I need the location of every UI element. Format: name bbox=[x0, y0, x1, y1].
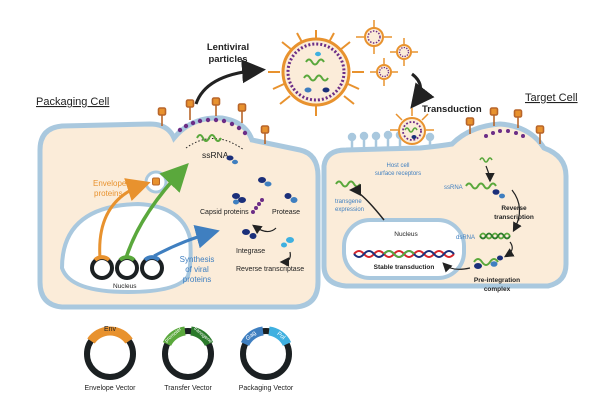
lentiviral-title-line1: Lentiviral bbox=[207, 42, 249, 53]
synthesis-line1: Synthesis bbox=[180, 255, 215, 264]
synthesis-line2: of viral bbox=[185, 265, 209, 274]
target-capsid-dots bbox=[484, 129, 525, 138]
lentiviral-title-line2: particles bbox=[208, 54, 247, 65]
envelope-arrow bbox=[98, 178, 151, 259]
capsid-protein-shapes bbox=[232, 177, 272, 205]
capsid-proteins-label: Capsid proteins bbox=[200, 209, 249, 216]
receptors-label-line2: surface receptors bbox=[375, 171, 421, 177]
protein-synthesis-arrow bbox=[153, 225, 220, 258]
protease-shapes bbox=[284, 193, 298, 203]
pre-integration-complex-shape bbox=[473, 255, 503, 269]
reverse-transcriptase-label: Reverse transcriptase bbox=[236, 266, 304, 273]
rt-arrow bbox=[279, 251, 291, 267]
stable-transduction-label: Stable transduction bbox=[374, 264, 435, 271]
target-ssrna bbox=[465, 182, 497, 190]
target-envelope-spikes bbox=[465, 107, 545, 144]
rt-shapes bbox=[281, 237, 294, 248]
envelope-proteins-line1: Envelope bbox=[93, 179, 127, 188]
target-dsrna bbox=[479, 232, 511, 240]
transduction-title: Transduction bbox=[422, 104, 482, 115]
integrated-dna bbox=[353, 250, 455, 258]
gag-segment-label: Gag bbox=[245, 330, 258, 342]
envelope-proteins-line2: proteins bbox=[94, 189, 122, 198]
ssrna-arrow bbox=[124, 162, 189, 259]
envelope-spikes bbox=[157, 97, 270, 144]
target-nucleus: Nucleus Stable transduction bbox=[342, 218, 466, 280]
target-cell-title: Target Cell bbox=[525, 92, 578, 104]
transfer-vector: promoter transgene Transfer Vector bbox=[162, 326, 214, 392]
transgene-label-line1: transgene bbox=[335, 199, 362, 205]
purple-protein-chain bbox=[251, 198, 264, 214]
dsrna-label: dsRNA bbox=[456, 235, 475, 241]
cytoplasm-ssrna bbox=[479, 157, 493, 163]
protease-label: Protease bbox=[272, 209, 300, 216]
nucleus-plasmids bbox=[90, 255, 164, 280]
ssrna-label: ssRNA bbox=[202, 150, 229, 160]
packaging-vector: Gag Pol Packaging Vector bbox=[239, 326, 294, 392]
receptors-label-line1: Host cell bbox=[386, 163, 409, 169]
pic-label-line2: complex bbox=[484, 286, 511, 293]
small-viral-particle-3 bbox=[370, 58, 398, 86]
budding-arrow bbox=[194, 59, 266, 105]
pic-label-line1: Pre-integration bbox=[474, 277, 520, 284]
integration-arrow bbox=[442, 262, 471, 273]
target-rt-blobs bbox=[492, 189, 505, 199]
target-ssrna-label: ssRNA bbox=[444, 185, 463, 191]
entry-arrow bbox=[485, 165, 495, 183]
integrase-shapes bbox=[242, 229, 257, 239]
ssrna-protein-blobs bbox=[226, 155, 238, 165]
target-nucleus-label: Nucleus bbox=[394, 231, 418, 238]
pol-segment-label: Pol bbox=[275, 331, 285, 341]
transfer-vector-label: Transfer Vector bbox=[164, 385, 212, 392]
env-segment-label: Env bbox=[104, 326, 117, 333]
target-cell: Host cell surface receptors transgene ex… bbox=[321, 107, 569, 293]
large-viral-particle bbox=[268, 30, 364, 116]
small-viral-particle-1 bbox=[356, 20, 392, 54]
entering-particle bbox=[390, 108, 434, 145]
transgene-expression-arrow bbox=[349, 184, 385, 221]
budding-capsid-dots bbox=[177, 117, 248, 136]
dsrna-to-pic-arrow bbox=[503, 241, 515, 258]
envelope-vector: Env Envelope Vector bbox=[84, 326, 137, 392]
budding-dotted-line bbox=[185, 138, 245, 151]
integrase-label: Integrase bbox=[236, 248, 265, 255]
reverse-transcription-line2: transcription bbox=[494, 214, 534, 221]
protease-arrow bbox=[252, 224, 277, 235]
packaging-cell: ssRNA Envelope proteins Nucleus bbox=[37, 97, 321, 310]
envelope-vector-label: Envelope Vector bbox=[85, 385, 137, 392]
reverse-transcription-line1: Reverse bbox=[501, 205, 527, 212]
ssrna-squiggle bbox=[196, 134, 222, 142]
packaging-vector-label: Packaging Vector bbox=[239, 385, 294, 392]
envelope-vesicle bbox=[144, 170, 168, 194]
reverse-transcription-arrow bbox=[511, 189, 522, 233]
synthesis-line3: proteins bbox=[183, 275, 211, 284]
packaging-cell-title: Packaging Cell bbox=[36, 96, 109, 108]
packaging-nucleus-label: Nucleus bbox=[113, 283, 137, 290]
transduction-arrow bbox=[410, 72, 435, 109]
small-viral-particle-2 bbox=[390, 38, 418, 66]
transgene-label-line2: expression bbox=[335, 207, 364, 213]
